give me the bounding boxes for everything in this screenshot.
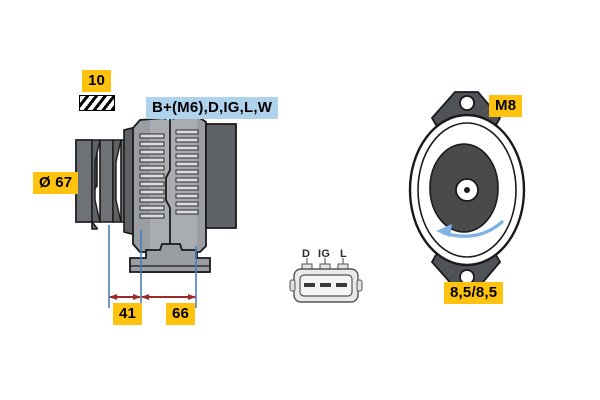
- connector-pin-d: [304, 283, 315, 287]
- shaft-center: [464, 187, 470, 193]
- ventilation-slots-right: [175, 129, 199, 215]
- connector-pin-label-l: L: [340, 248, 348, 260]
- label-pulley-diameter: Ø 67: [33, 172, 79, 194]
- end-view-group: [408, 91, 526, 289]
- rotation-arrow-icon: [436, 220, 504, 238]
- rear-end-cover: [205, 123, 237, 229]
- pulley: [75, 139, 129, 230]
- label-dimension-66: 66: [166, 303, 196, 325]
- label-pulley-groove-count: 10: [82, 70, 112, 92]
- connector-pin-label-d: D: [302, 248, 311, 260]
- label-terminals: B+(M6),D,IG,L,W: [146, 97, 279, 119]
- connector-pin-ig: [320, 283, 331, 287]
- side-view-group: [75, 117, 237, 273]
- belt-profile-hatch-icon: [79, 95, 115, 111]
- connector-detail-group: [289, 258, 363, 303]
- dimension-arrow-41: [109, 294, 141, 300]
- ventilation-slots-left: [139, 133, 165, 219]
- connector-pin-label-ig: IG: [318, 248, 331, 260]
- mounting-bore-top: [459, 95, 475, 111]
- connector-pin-l: [336, 283, 347, 287]
- label-dimension-41: 41: [113, 303, 143, 325]
- label-mounting-thread: M8: [489, 95, 523, 117]
- dimension-lines-group: [108, 225, 197, 308]
- dimension-arrow-66: [141, 294, 196, 300]
- label-mounting-bore: 8,5/8,5: [444, 282, 504, 304]
- mounting-foot: [129, 243, 211, 273]
